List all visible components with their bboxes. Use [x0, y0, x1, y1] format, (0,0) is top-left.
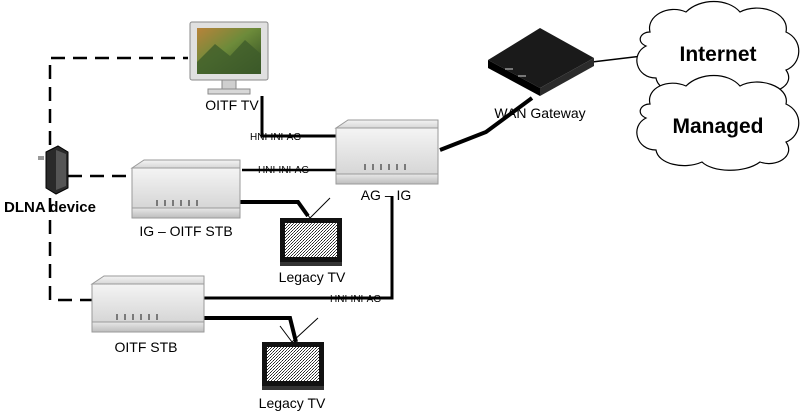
legacy-tv-1-label: Legacy TV: [279, 269, 346, 285]
legacy-tv-2-label: Legacy TV: [259, 395, 326, 411]
link-oitf-stb-legacy: [200, 316, 298, 343]
link-ig-stb-legacy: [240, 200, 310, 218]
dlna-device: [38, 145, 69, 195]
wan-gateway-device: [488, 28, 594, 96]
dlna-link-oitf-stb: [48, 198, 92, 302]
oitf-tv-device: [189, 21, 269, 95]
dlna-links: [48, 56, 188, 302]
interface-label-ig-oitf-stb: HNI-INI-AG: [258, 165, 309, 176]
managed-label: Managed: [672, 115, 763, 138]
internet-cloud: [636, 1, 800, 171]
oitf-stb-label: OITF STB: [115, 339, 178, 355]
oitf-tv-label: OITF TV: [205, 97, 259, 113]
legacy-tv-1-device: [280, 197, 342, 266]
internet-label: Internet: [679, 43, 756, 66]
wan-gateway-label: WAN Gateway: [494, 105, 585, 121]
link-ag-wan: [439, 96, 534, 152]
link-ag-oitf-stb: [204, 196, 394, 300]
dlna-device-label: DLNA device: [4, 199, 96, 216]
oitf-stb-device: [90, 275, 205, 333]
interface-label-oitf-tv: HNI-INI-AG: [250, 132, 301, 143]
wired-links: [200, 55, 643, 343]
legacy-tv-2-device: [262, 317, 324, 390]
link-oitf-tv-ag: [260, 96, 336, 138]
ig-oitf-stb-device: [130, 159, 241, 219]
ag-ig-device: [334, 119, 439, 185]
ig-oitf-stb-label: IG – OITF STB: [139, 223, 232, 239]
ag-ig-label: AG – IG: [361, 187, 412, 203]
interface-label-oitf-stb: HNI-INI-AG: [330, 294, 381, 305]
link-wan-cloud: [591, 55, 643, 63]
dlna-link-oitf-tv: [48, 56, 188, 145]
